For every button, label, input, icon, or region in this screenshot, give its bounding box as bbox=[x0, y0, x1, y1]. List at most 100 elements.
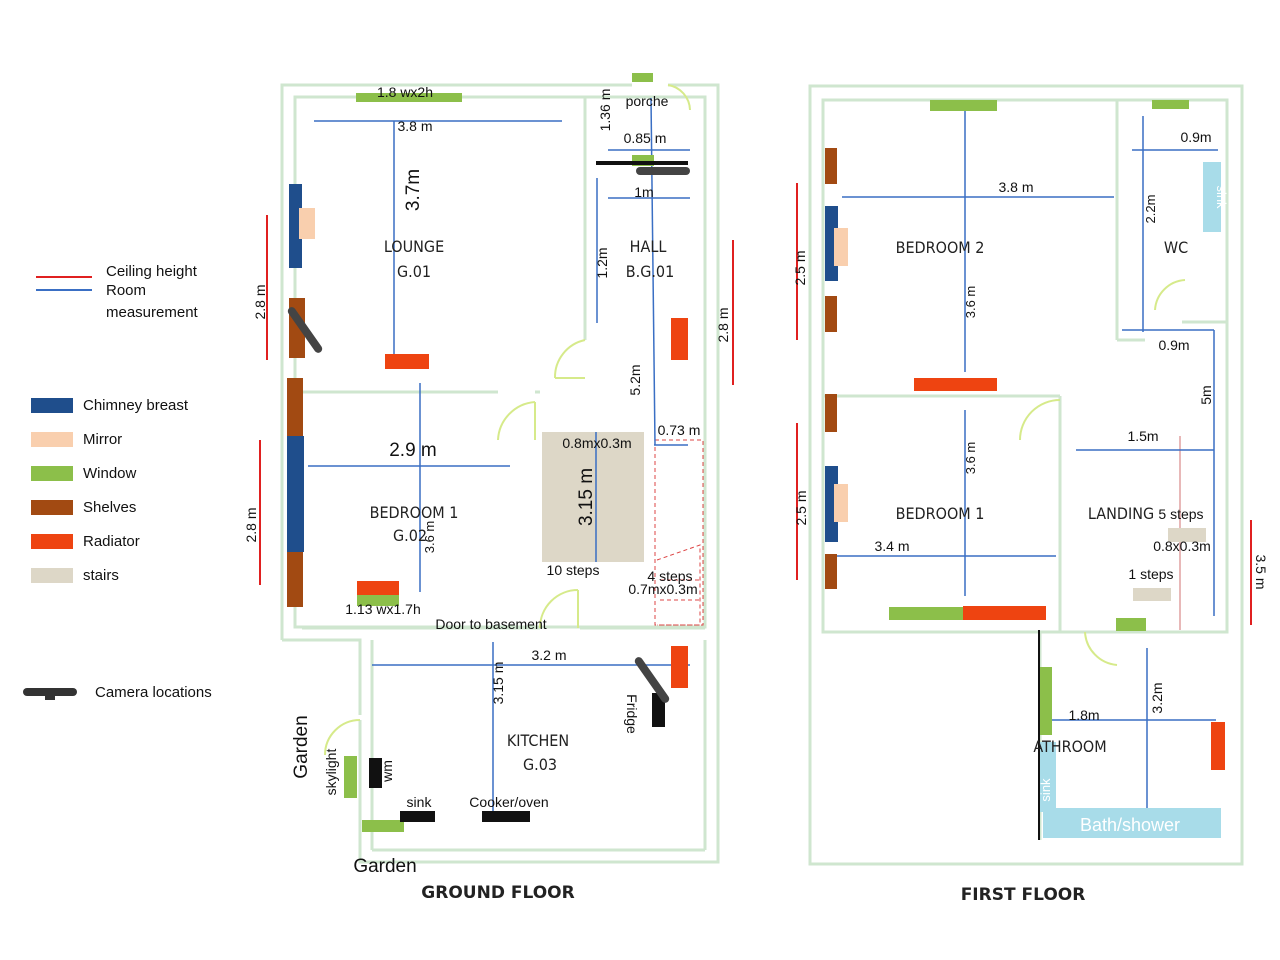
ground-cameras bbox=[287, 161, 690, 703]
porche-width: 0.85 m bbox=[624, 130, 667, 146]
legend-chimney: Chimney breast bbox=[31, 397, 241, 418]
bedroom1-ceiling-height: 2.8 m bbox=[243, 507, 259, 542]
wc-depth: 2.2m bbox=[1143, 195, 1158, 224]
landing-step-size: 0.8x0.3m bbox=[1153, 538, 1211, 554]
kitchen-sink bbox=[400, 811, 435, 822]
bathroom-name: ATHROOM bbox=[1033, 737, 1106, 756]
first-radiators bbox=[914, 378, 1225, 770]
bathroom-radiator bbox=[1211, 722, 1225, 770]
bedroom1-chimney bbox=[287, 436, 304, 552]
bedroom2-mirror bbox=[834, 228, 848, 266]
fridge bbox=[652, 693, 665, 727]
bedroom2-name: BEDROOM 2 bbox=[896, 238, 985, 257]
landing-length: 5m bbox=[1198, 385, 1214, 404]
first-bedroom1-mirror bbox=[834, 484, 848, 522]
stair-step-size-2: 0.7mx0.3m bbox=[628, 581, 697, 597]
garden-side-label: Garden bbox=[291, 715, 312, 778]
ground-stair-flight bbox=[654, 439, 704, 626]
legend-window: Window bbox=[31, 465, 241, 486]
bath-shower bbox=[1043, 808, 1221, 838]
legend-lines: Ceiling height Room measurement bbox=[36, 263, 246, 326]
bedroom2-depth: 3.6 m bbox=[963, 286, 978, 319]
bathroom-sink-label: sink bbox=[1038, 778, 1053, 802]
ten-steps-label: 10 steps bbox=[547, 562, 600, 578]
porche-label: porche bbox=[626, 93, 669, 109]
skylight-label: skylight bbox=[323, 749, 339, 796]
legend-stairs: stairs bbox=[31, 567, 241, 588]
landing-ceiling-height: 3.5 m bbox=[1253, 554, 1269, 589]
bedroom1-depth: 3.6 m bbox=[422, 521, 437, 554]
fridge-label: Fridge bbox=[624, 694, 640, 734]
bedroom1-name: BEDROOM 1 bbox=[370, 503, 459, 522]
camera-hall-icon bbox=[596, 161, 690, 175]
lounge-code: G.01 bbox=[397, 262, 431, 281]
lounge-depth: 3.7m bbox=[403, 169, 424, 211]
bathroom-width: 1.8m bbox=[1068, 707, 1099, 723]
lounge-mirror bbox=[299, 208, 315, 239]
ground-appliances bbox=[369, 693, 665, 822]
garden-window bbox=[362, 820, 404, 832]
stairs-step-size: 0.8mx0.3m bbox=[562, 435, 631, 451]
bedroom2-ceiling-height: 2.5 m bbox=[792, 250, 808, 285]
landing-stairs-lower bbox=[1133, 588, 1171, 601]
wc-name: WC bbox=[1164, 238, 1188, 257]
porche-window bbox=[632, 73, 653, 82]
sink-label: sink bbox=[407, 794, 433, 810]
bedroom1-window-size: 1.13 wx1.7h bbox=[345, 601, 421, 617]
ground-floor-title: GROUND FLOOR bbox=[421, 883, 574, 903]
ground-chimneys bbox=[287, 184, 304, 552]
first-floor-notch bbox=[1003, 640, 1038, 860]
stair-width: 0.73 m bbox=[658, 422, 701, 438]
wc-window bbox=[1152, 100, 1189, 109]
bedroom1-code: G.02 bbox=[393, 526, 427, 545]
ceiling-height-swatch bbox=[36, 276, 92, 278]
first-bedroom1-shelves-top bbox=[825, 394, 837, 432]
skylight-window bbox=[344, 756, 357, 798]
first-shelves bbox=[825, 148, 837, 589]
bedroom1-window bbox=[357, 594, 399, 606]
camera-icon bbox=[23, 688, 77, 696]
wc-sink-label: sink bbox=[1214, 185, 1229, 209]
first-bedroom1-depth: 3.6 m bbox=[963, 442, 978, 475]
legend-ceiling-label: Ceiling height bbox=[106, 263, 197, 280]
garden-bottom-label: Garden bbox=[353, 856, 416, 877]
camera-stand-icon bbox=[45, 696, 55, 700]
bedroom2-radiator bbox=[914, 378, 997, 391]
first-bedroom1-name: BEDROOM 1 bbox=[896, 504, 985, 523]
legend-measurement-label: measurement bbox=[106, 304, 198, 321]
landing-name: LANDING bbox=[1088, 504, 1154, 523]
ground-stairs bbox=[542, 432, 644, 562]
landing-width: 0.9m bbox=[1158, 337, 1189, 353]
stairs-swatch bbox=[31, 568, 73, 583]
wc-sink bbox=[1203, 162, 1221, 232]
cooker-oven bbox=[482, 811, 530, 822]
legend-mirror-label: Mirror bbox=[83, 431, 123, 448]
stairs-length: 3.15 m bbox=[576, 468, 597, 526]
mirror-swatch bbox=[31, 432, 73, 447]
ground-windows bbox=[344, 73, 654, 832]
first-ceiling-lines bbox=[796, 183, 1252, 625]
kitchen-name: KITCHEN bbox=[507, 731, 569, 750]
lounge-chimney bbox=[289, 184, 302, 268]
bedroom1-radiator bbox=[357, 581, 399, 595]
landing-stairs-upper bbox=[1168, 528, 1206, 542]
lounge-name: LOUNGE bbox=[384, 237, 444, 256]
kitchen-depth: 3.15 m bbox=[490, 662, 506, 705]
legend-window-label: Window bbox=[83, 465, 137, 482]
four-steps-label: 4 steps bbox=[647, 568, 692, 584]
shelves-swatch bbox=[31, 500, 73, 515]
cooker-label: Cooker/oven bbox=[469, 794, 548, 810]
bathroom-window bbox=[1040, 667, 1052, 735]
hall-width: 1m bbox=[634, 184, 653, 200]
first-bedroom1-width: 3.4 m bbox=[874, 538, 909, 554]
lounge-width: 3.8 m bbox=[397, 118, 432, 134]
bedroom1-shelves-bottom bbox=[287, 552, 303, 607]
hall-length: 5.2m bbox=[627, 364, 643, 395]
bedroom2-width: 3.8 m bbox=[998, 179, 1033, 195]
hall-radiator bbox=[671, 318, 688, 360]
camera-kitchen-icon bbox=[634, 657, 670, 703]
porche-depth: 1.36 m bbox=[597, 89, 613, 132]
bedroom2-window bbox=[930, 100, 997, 111]
